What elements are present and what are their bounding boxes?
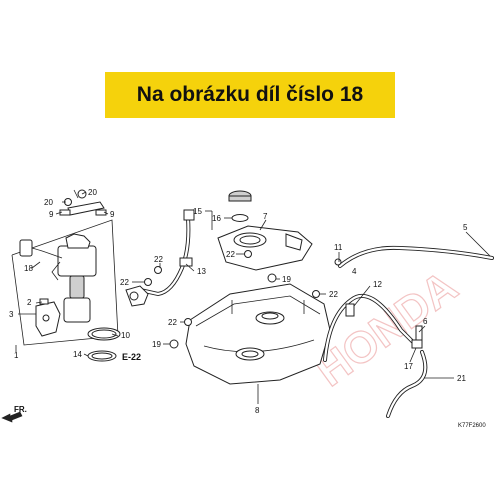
fuel-hose (125, 209, 195, 307)
callout-21: 21 (457, 374, 466, 383)
callout-19a: 19 (152, 340, 161, 349)
callout-11: 11 (334, 243, 343, 252)
callout-3: 3 (9, 310, 14, 319)
breather-tubes (323, 245, 494, 418)
callout-10: 10 (121, 331, 130, 340)
callout-17: 17 (404, 362, 413, 371)
callout-22b: 22 (120, 278, 129, 287)
leader-lines (15, 191, 491, 404)
callout-7: 7 (263, 212, 268, 221)
bolts (144, 250, 342, 349)
callout-19b: 19 (282, 275, 291, 284)
callout-numbers: 1 2 3 4 5 6 7 8 9 9 10 11 12 13 14 15 16… (9, 188, 468, 415)
callout-8: 8 (255, 406, 260, 415)
callout-12: 12 (373, 280, 382, 289)
callout-14: 14 (73, 350, 82, 359)
front-arrow: FR. (1, 405, 27, 423)
callout-22c: 22 (168, 318, 177, 327)
callout-13: 13 (197, 267, 206, 276)
callout-22a: 22 (154, 255, 163, 264)
fuel-filler (217, 190, 313, 271)
callout-6: 6 (423, 317, 428, 326)
callout-22e: 22 (329, 290, 338, 299)
callout-22d: 22 (226, 250, 235, 259)
diagram-code: K77F2600 (458, 423, 486, 429)
callout-15: 15 (193, 207, 202, 216)
callout-9b: 9 (110, 210, 115, 219)
callout-5: 5 (463, 223, 468, 232)
reference-e22: E-22 (122, 352, 141, 362)
callout-18: 18 (24, 264, 33, 273)
callout-9a: 9 (49, 210, 54, 219)
callout-2: 2 (27, 298, 32, 307)
callout-20a: 20 (88, 188, 97, 197)
title-banner: Na obrázku díl číslo 18 (105, 72, 395, 118)
callout-16: 16 (212, 214, 221, 223)
callout-4: 4 (352, 267, 357, 276)
banner-text: Na obrázku díl číslo 18 (136, 83, 364, 106)
fuel-tank (185, 283, 331, 385)
front-arrow-label: FR. (14, 405, 27, 414)
mounting-bracket (59, 189, 107, 216)
callout-20b: 20 (44, 198, 53, 207)
callout-1: 1 (14, 351, 19, 360)
fuel-pump-assembly (11, 219, 119, 346)
